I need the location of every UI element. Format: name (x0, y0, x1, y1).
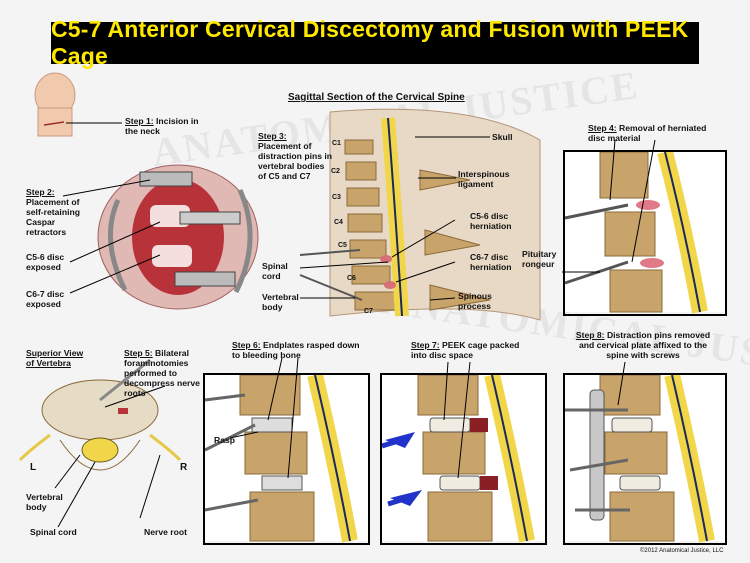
c56-herniation-label: C5-6 disc herniation (470, 211, 512, 231)
step5-number: Step 5: (124, 348, 153, 358)
level-c6: C6 (347, 275, 356, 282)
superior-view-heading: Superior View of Vertebra (26, 348, 84, 368)
c67-herniation-label: C6-7 disc herniation (470, 252, 512, 272)
step7-text: PEEK cage packed into disc space (411, 340, 520, 360)
step8-label: Step 8: Distraction pins removed and cer… (568, 330, 718, 361)
step2-label: Step 2: Placement of self-retaining Casp… (26, 187, 90, 237)
level-c4: C4 (334, 219, 343, 226)
left-marker: L (30, 462, 37, 473)
step7-illustration (381, 373, 545, 543)
sagittal-section-illustration (299, 108, 541, 321)
step7-label: Step 7: PEEK cage packed into disc space (411, 340, 531, 361)
step4-label: Step 4: Removal of herniated disc materi… (588, 123, 720, 144)
step3-label: Step 3: Placement of distraction pins in… (258, 131, 333, 181)
level-c2: C2 (331, 168, 340, 175)
level-c7: C7 (364, 308, 373, 315)
step6-label: Step 6: Endplates rasped down to bleedin… (232, 340, 368, 361)
rasp-label: Rasp (214, 435, 236, 445)
spinal-cord-label-2: Spinal cord (30, 527, 77, 537)
superior-vertebra-illustration (18, 358, 182, 471)
step1-number: Step 1: (125, 116, 154, 126)
skull-label: Skull (492, 132, 513, 142)
step1-text: Incision in the neck (125, 116, 199, 136)
step8-text: Distraction pins removed and cervical pl… (579, 330, 711, 360)
step5-text: Bilateral foraminotomies performed to de… (124, 348, 200, 398)
retractor-field-illustration (97, 164, 259, 310)
right-marker: R (180, 462, 188, 473)
interspinous-label: Interspinous ligament (458, 169, 510, 189)
copyright-text: ©2012 Anatomical Justice, LLC (640, 548, 724, 554)
step6-number: Step 6: (232, 340, 261, 350)
step6-panel (203, 373, 370, 545)
c67-exposed-label: C6-7 disc exposed (26, 289, 65, 309)
pituitary-label: Pituitary rongeur (522, 249, 557, 269)
step6-illustration (204, 373, 368, 543)
spinal-cord-label: Spinal cord (262, 261, 288, 281)
step4-number: Step 4: (588, 123, 617, 133)
vertebral-body-label: Vertebral body (262, 292, 299, 312)
step7-number: Step 7: (411, 340, 440, 350)
step8-panel (563, 373, 727, 545)
step6-text: Endplates rasped down to bleeding bone (232, 340, 360, 360)
step4-panel (563, 150, 727, 316)
level-c5: C5 (338, 242, 347, 249)
level-c1: C1 (332, 140, 341, 147)
nerve-root-label: Nerve root (144, 527, 187, 537)
step1-label: Step 1: Incision in the neck (125, 116, 205, 137)
step7-panel (380, 373, 547, 545)
step8-illustration (565, 373, 725, 543)
page-title: C5-7 Anterior Cervical Discectomy and Fu… (51, 16, 689, 69)
vertebral-body-label-2: Vertebral body (26, 492, 63, 512)
sagittal-section-heading: Sagittal Section of the Cervical Spine (288, 92, 465, 103)
step3-text: Placement of distraction pins in vertebr… (258, 140, 333, 181)
step5-label: Step 5: Bilateral foraminotomies perform… (124, 348, 206, 398)
step2-number: Step 2: (26, 187, 55, 197)
level-c3: C3 (332, 194, 341, 201)
step4-text: Removal of herniated disc material (588, 123, 707, 143)
c56-exposed-label: C5-6 disc exposed (26, 252, 65, 272)
step2-text: Placement of self-retaining Caspar retra… (26, 196, 80, 237)
step4-illustration (564, 150, 725, 314)
title-banner: C5-7 Anterior Cervical Discectomy and Fu… (51, 16, 699, 69)
step3-number: Step 3: (258, 131, 287, 141)
step8-number: Step 8: (575, 330, 605, 340)
neck-illustration (34, 72, 76, 137)
spinous-label: Spinous process (458, 291, 492, 311)
